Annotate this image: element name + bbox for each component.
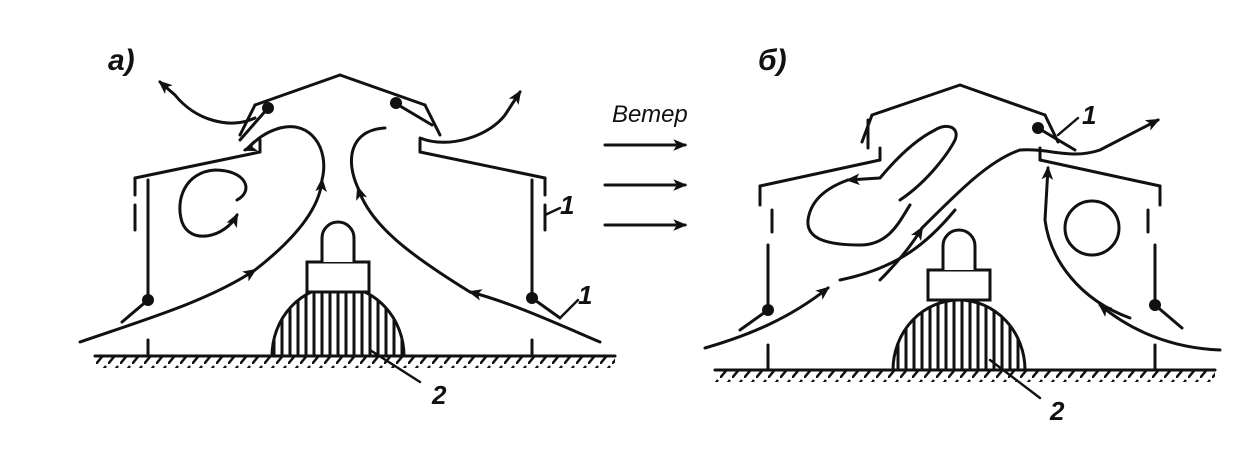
- panel-b: б): [703, 44, 1222, 426]
- callout-a-1-bottom: 1: [578, 280, 592, 310]
- callout-a-2: 2: [431, 380, 447, 410]
- callout-b-1: 1: [1082, 100, 1096, 130]
- panel-a: а): [78, 44, 617, 410]
- wind-label: Ветер: [612, 101, 688, 128]
- air-flows-a: [78, 80, 602, 344]
- building-b: [738, 83, 1184, 372]
- ground-b: [713, 368, 1217, 382]
- panel-b-label: б): [758, 44, 787, 77]
- heat-source-b: [891, 228, 1027, 372]
- wind-indicator: Ветер: [603, 101, 688, 231]
- ground-a: [93, 354, 617, 368]
- panel-a-label: а): [108, 44, 135, 77]
- heat-source-a: [270, 220, 406, 358]
- callout-a-1-top: 1: [560, 190, 574, 220]
- callout-b-2: 2: [1049, 396, 1065, 426]
- air-flows-b: [703, 118, 1222, 352]
